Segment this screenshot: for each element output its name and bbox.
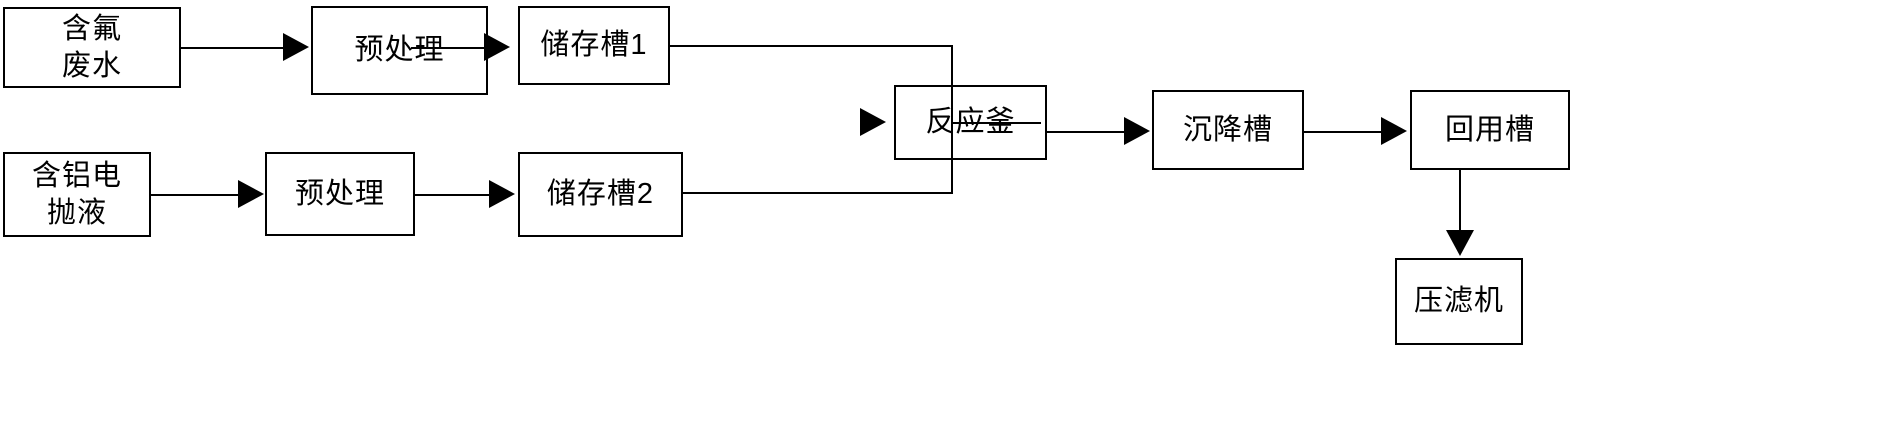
edge-settling-to-filterpress-line (1459, 170, 1461, 232)
node-pretreatment-top[interactable]: 预处理 (311, 6, 488, 95)
edge-pretreatment-to-storage2-arrow-icon (489, 180, 515, 208)
node-settling-tank[interactable]: 沉降槽 (1152, 90, 1304, 170)
edge-junction-to-reactor-line (951, 122, 1041, 124)
edge-settling-to-reuse-arrow-icon (1381, 117, 1407, 145)
edge-settling-to-reuse-line (1304, 131, 1384, 133)
edge-wastewater-to-pretreatment-arrow-icon (283, 33, 309, 61)
edge-junction-to-reactor-arrow-icon (860, 108, 886, 136)
edge-storage2-to-junction-line (683, 192, 953, 194)
edge-pretreatment-to-storage1-arrow-icon (484, 33, 510, 61)
edge-settling-to-filterpress-arrow-icon (1446, 230, 1474, 256)
edge-reactor-to-settling-arrow-icon (1124, 117, 1150, 145)
node-reuse-tank[interactable]: 回用槽 (1410, 90, 1570, 170)
node-storage-tank-1[interactable]: 储存槽1 (518, 6, 670, 85)
edge-pretreatment-to-storage2-line (415, 194, 492, 196)
edge-merge-vertical-line (951, 45, 953, 194)
edge-polishing-to-pretreatment-line (151, 194, 241, 196)
node-aluminum-polishing-liquid[interactable]: 含铝电 抛液 (3, 152, 151, 237)
node-filter-press[interactable]: 压滤机 (1395, 258, 1523, 345)
node-storage-tank-2[interactable]: 储存槽2 (518, 152, 683, 237)
edge-wastewater-to-pretreatment-line (181, 47, 286, 49)
edge-reactor-to-settling-line (1047, 131, 1127, 133)
node-pretreatment-bottom[interactable]: 预处理 (265, 152, 415, 236)
edge-pretreatment-to-storage1-line-main (411, 47, 486, 49)
edge-polishing-to-pretreatment-arrow-icon (238, 180, 264, 208)
edge-storage1-to-junction-line (670, 45, 953, 47)
node-fluorine-wastewater[interactable]: 含氟 废水 (3, 7, 181, 88)
